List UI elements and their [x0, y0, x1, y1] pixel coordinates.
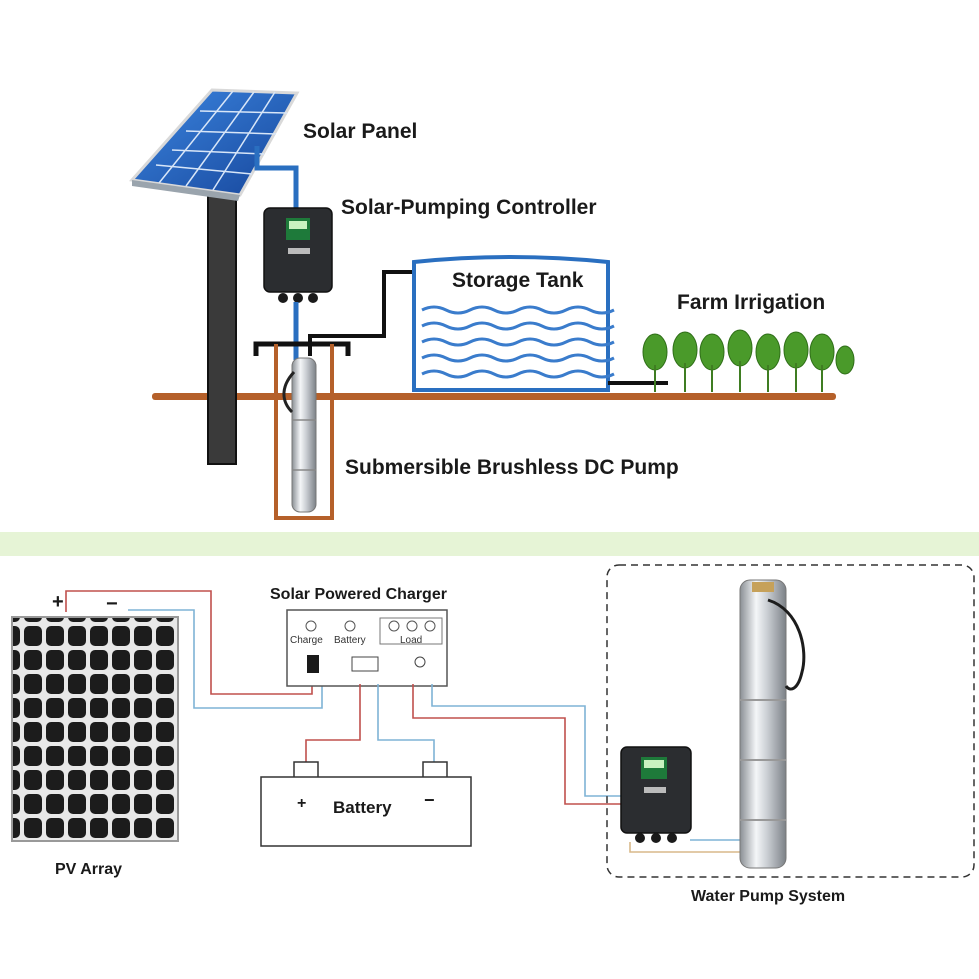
- load-negative-wire: [431, 684, 640, 797]
- label-battery: Battery: [333, 798, 392, 817]
- pump-wire-tan: [629, 842, 744, 853]
- ground-line: [152, 393, 836, 400]
- charger-battery-indicator: Battery: [334, 635, 366, 646]
- storage-tank-icon: [412, 255, 615, 392]
- pv-minus-sign: −: [106, 593, 118, 615]
- label-pump: Submersible Brushless DC Pump: [345, 456, 679, 479]
- label-controller: Solar-Pumping Controller: [341, 196, 597, 219]
- solar-panel-icon: [129, 88, 300, 201]
- battery-positive-wire: [305, 684, 361, 762]
- bottom-controller-icon: [620, 746, 692, 843]
- battery-icon: [260, 761, 472, 847]
- bottom-pump-icon: [739, 579, 806, 869]
- label-charger: Solar Powered Charger: [270, 586, 447, 603]
- charger-device: [286, 609, 448, 687]
- section-divider-band: [0, 532, 979, 556]
- load-positive-wire: [412, 684, 640, 805]
- farm-plants-icon: [642, 329, 855, 392]
- submersible-pump-icon: [282, 357, 317, 513]
- label-pv-array: PV Array: [55, 861, 122, 878]
- label-solar-panel: Solar Panel: [303, 120, 417, 143]
- label-water-pump-system: Water Pump System: [691, 888, 845, 905]
- pv-positive-wire: [65, 590, 313, 695]
- top-system-illustration: Solar Panel Solar-Pumping Controller Sto…: [129, 88, 855, 520]
- battery-plus-sign: +: [297, 795, 306, 812]
- label-storage-tank: Storage Tank: [452, 269, 584, 292]
- charger-load-indicator: Load: [400, 635, 422, 646]
- panel-pole: [207, 167, 237, 465]
- label-farm-irrigation: Farm Irrigation: [677, 291, 825, 314]
- battery-minus-sign: −: [424, 790, 435, 810]
- panel-to-controller-wire: [254, 146, 299, 210]
- pv-array-icon: [11, 616, 179, 842]
- controller-device-icon: [263, 207, 333, 303]
- pv-plus-sign: +: [52, 591, 64, 613]
- charger-charge-indicator: Charge: [290, 635, 323, 646]
- water-pump-system-frame: [606, 564, 975, 878]
- well-to-tank-pipe: [308, 270, 420, 356]
- bottom-wiring-diagram: + − Charge Battery Load Solar Powered Ch…: [11, 564, 975, 905]
- pv-negative-wire: [128, 609, 323, 709]
- battery-negative-wire: [377, 684, 435, 762]
- well-casing: [253, 341, 351, 520]
